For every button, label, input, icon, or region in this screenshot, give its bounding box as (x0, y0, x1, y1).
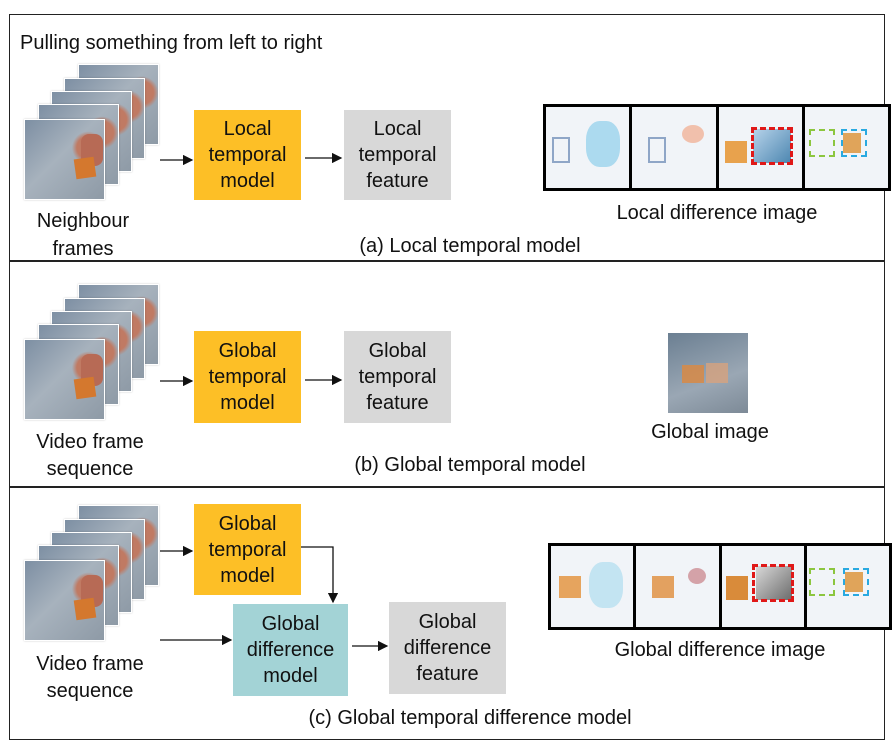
frame-stack-c (24, 505, 159, 641)
local-temporal-model-box: Local temporal model (194, 110, 301, 200)
arrow-c-temporal-to-difference (301, 546, 339, 604)
global-temporal-model-box: Global temporal model (194, 331, 301, 423)
model-line-3: model (220, 392, 275, 414)
model-line-3: model (220, 170, 275, 192)
feature-line-2: difference (403, 637, 492, 659)
frame-stack-a (24, 64, 159, 200)
global-diff-cell-3 (718, 546, 804, 627)
panel-b-caption: (b) Global temporal model (354, 454, 586, 476)
feature-line-2: temporal (358, 144, 437, 166)
input-label-a-line2: frames (52, 238, 114, 260)
global-difference-model-box: Global difference model (233, 604, 348, 696)
feature-line-1: Local (373, 118, 422, 140)
global-temporal-feature-box: Global temporal feature (344, 331, 451, 423)
feature-line-1: Global (368, 340, 427, 362)
local-diff-cell-3 (715, 107, 802, 188)
local-difference-image-strip (543, 104, 891, 191)
global-difference-feature-box: Global difference feature (389, 602, 506, 694)
input-label-b-line2: sequence (46, 458, 134, 480)
figure-title: Pulling something from left to right (20, 32, 323, 54)
feature-line-3: feature (416, 663, 479, 685)
feature-line-1: Global (418, 611, 477, 633)
model-line-1: Global (218, 340, 277, 362)
input-label-b-line1: Video frame (36, 431, 144, 453)
local-diff-cell-1 (546, 107, 630, 188)
input-label-a-line1: Neighbour (36, 210, 130, 232)
local-temporal-feature-box: Local temporal feature (344, 110, 451, 200)
model-line-3: model (220, 564, 275, 587)
global-difference-image-strip (548, 543, 892, 630)
diff-model-line-1: Global (261, 613, 320, 635)
global-diff-cell-2 (633, 546, 719, 627)
global-temporal-model-box-c: Global temporal model (194, 504, 301, 595)
diff-model-line-3: model (263, 665, 318, 687)
global-image-caption: Global image (651, 421, 769, 443)
model-line-2: temporal (208, 144, 287, 166)
model-line-1: Global (218, 512, 277, 535)
panel-global-temporal-model (9, 261, 885, 487)
model-line-2: temporal (208, 538, 287, 561)
local-diff-cell-2 (629, 107, 716, 188)
feature-line-2: temporal (358, 366, 437, 388)
input-label-c-line1: Video frame (36, 653, 144, 675)
local-difference-image-caption: Local difference image (616, 202, 818, 224)
model-line-2: temporal (208, 366, 287, 388)
input-label-c-line2: sequence (46, 680, 134, 702)
model-line-1: Local (223, 118, 272, 140)
frame-stack-b (24, 284, 159, 420)
panel-a-caption: (a) Local temporal model (359, 235, 581, 257)
global-diff-cell-4 (803, 546, 889, 627)
global-difference-image-caption: Global difference image (614, 639, 826, 661)
global-image (668, 333, 748, 413)
feature-line-3: feature (366, 170, 429, 192)
panel-c-caption: (c) Global temporal difference model (308, 707, 632, 729)
local-diff-cell-4 (801, 107, 888, 188)
feature-line-3: feature (366, 392, 429, 414)
global-diff-cell-1 (551, 546, 634, 627)
diff-model-line-2: difference (246, 639, 335, 661)
